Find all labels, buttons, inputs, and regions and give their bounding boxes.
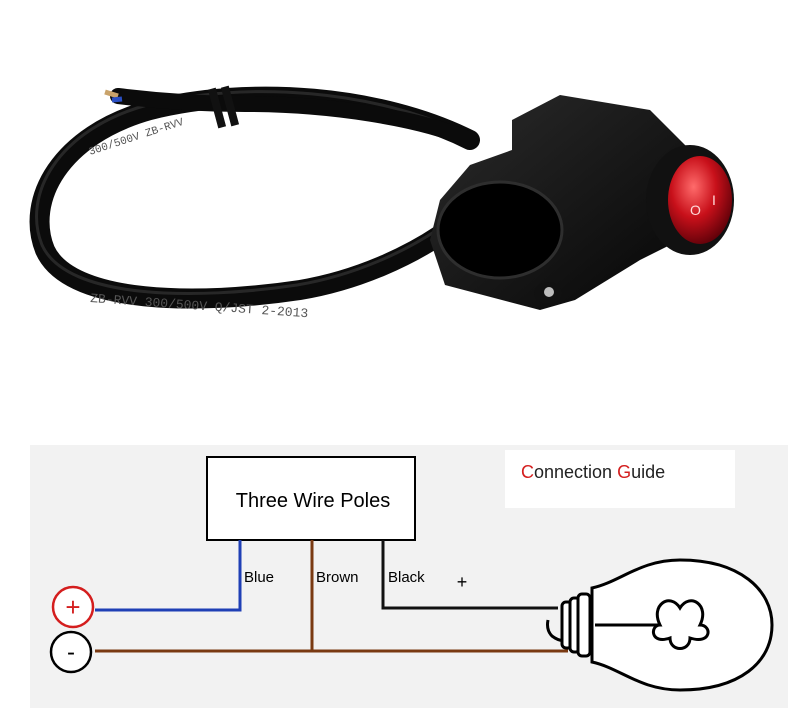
- three-wire-poles-box: [206, 456, 416, 541]
- guide-text-1: onnection: [534, 462, 617, 482]
- guide-letter-c: C: [521, 462, 534, 482]
- positive-symbol: +: [65, 592, 80, 622]
- light-bulb-icon: [546, 558, 774, 692]
- negative-symbol: -: [67, 639, 75, 666]
- connection-guide-title: Connection Guide: [521, 462, 665, 482]
- positive-terminal-icon: +: [51, 585, 95, 629]
- guide-letter-g: G: [617, 462, 631, 482]
- switch-housing: [430, 95, 700, 310]
- switch-off-label: O: [690, 202, 701, 218]
- black-label: Black: [388, 569, 425, 586]
- blue-label: Blue: [244, 569, 274, 586]
- guide-text-2: uide: [631, 462, 665, 482]
- plus-sign: +: [457, 572, 468, 592]
- brown-wire: [95, 540, 568, 653]
- black-wire: [381, 540, 558, 610]
- switch-on-label: I: [712, 192, 716, 208]
- blue-wire: [95, 540, 242, 612]
- cable: [29, 85, 480, 309]
- negative-terminal-icon: -: [49, 630, 93, 674]
- brown-label: Brown: [316, 569, 359, 586]
- wiring-diagram: Connection Guide Three Wire Poles Blue B…: [30, 445, 788, 708]
- rocker-switch: O I: [646, 145, 734, 255]
- product-photo: ZB-RVV 300/500V Q/JST 2-2013 300/500V ZB…: [29, 85, 734, 321]
- box-label: Three Wire Poles: [236, 490, 391, 512]
- clamp-hole: [438, 182, 562, 278]
